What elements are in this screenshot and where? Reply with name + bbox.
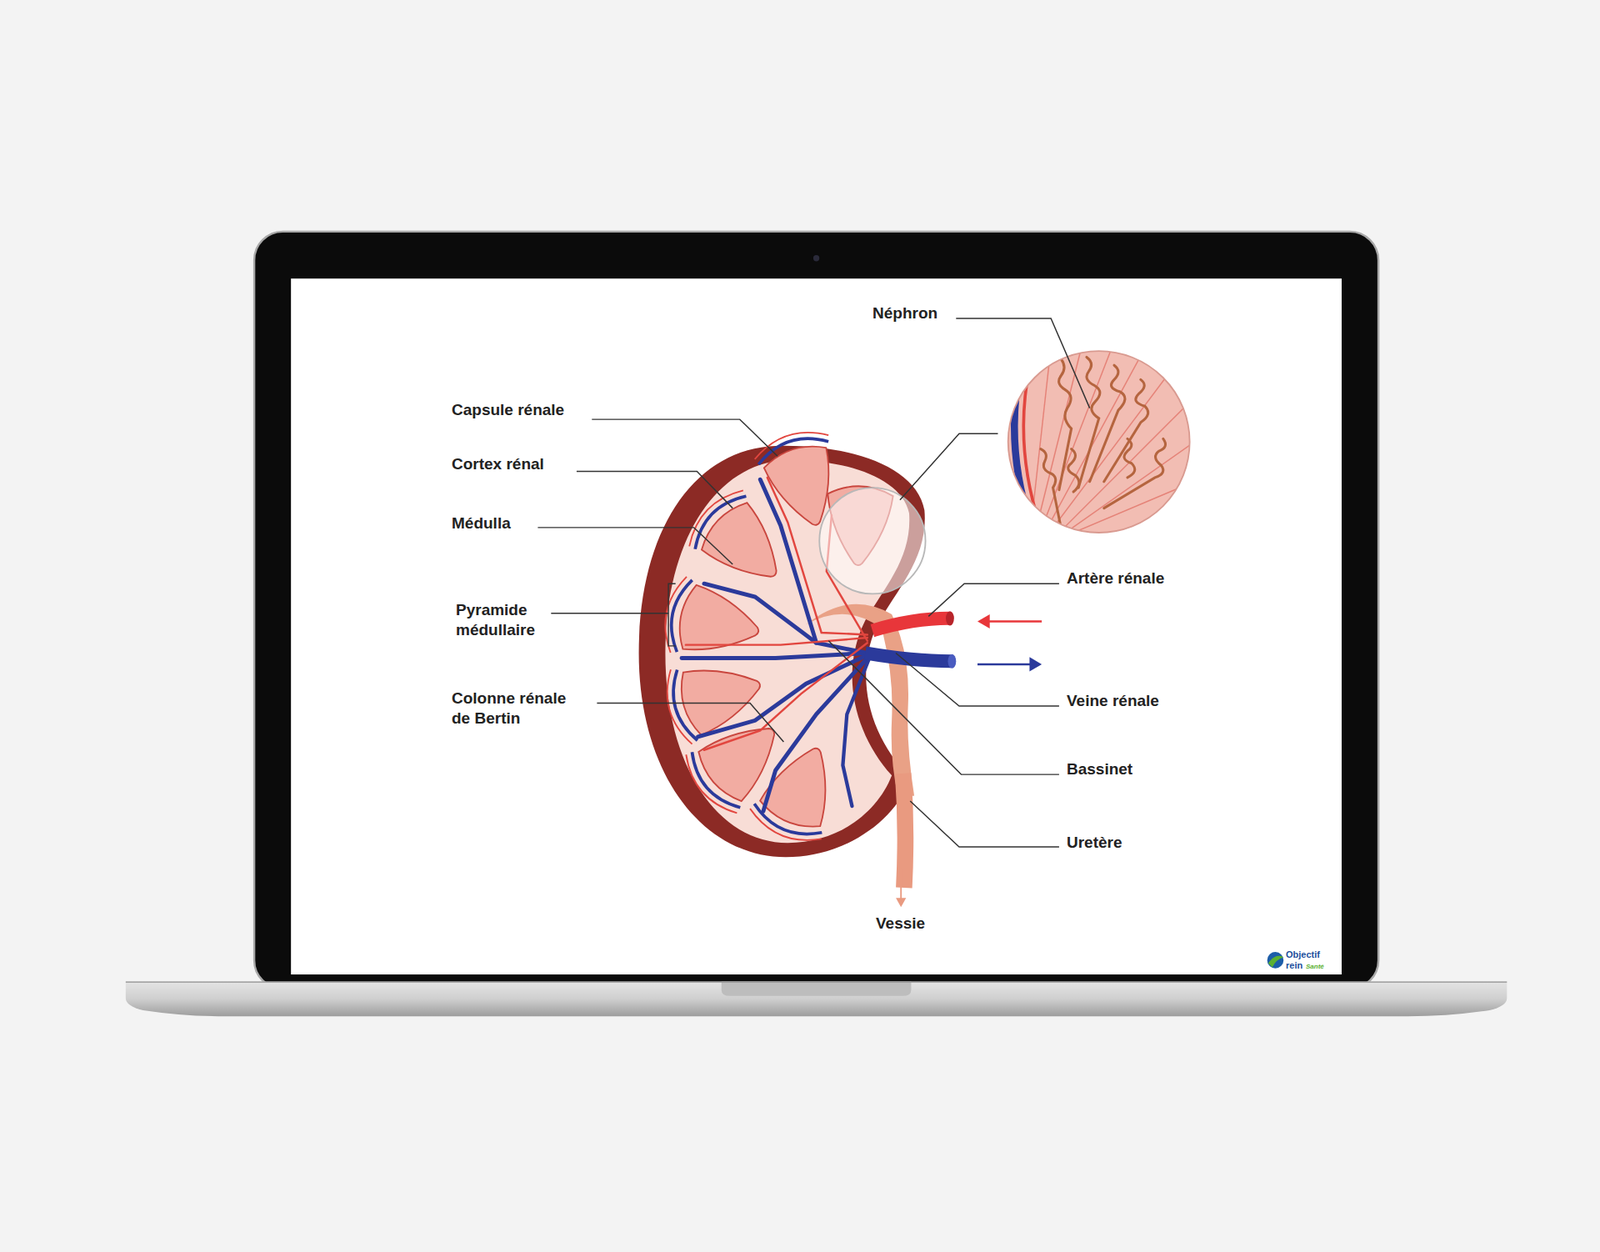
part-label: Vessie bbox=[875, 913, 925, 934]
laptop-notch bbox=[721, 981, 912, 996]
artery-branch bbox=[704, 642, 868, 750]
urine-flow-arrow bbox=[900, 869, 902, 900]
laptop-base bbox=[125, 981, 1507, 1017]
vein-branch bbox=[763, 658, 868, 812]
logo-text: Objectif bbox=[1285, 949, 1320, 960]
leader-line bbox=[955, 318, 1090, 409]
pyramids bbox=[658, 423, 894, 850]
renal-artery bbox=[872, 618, 950, 631]
part-label: Veine rénale bbox=[1066, 690, 1160, 711]
part-label: Médulla bbox=[451, 513, 511, 534]
leader-line bbox=[537, 527, 733, 565]
laptop-lid bbox=[254, 231, 1379, 989]
ureter bbox=[903, 773, 906, 888]
leader-line bbox=[928, 583, 1060, 616]
stripe bbox=[1040, 346, 1113, 530]
arrow-head bbox=[1029, 656, 1042, 671]
arcuate-vein bbox=[665, 577, 693, 652]
nephron bbox=[1078, 356, 1100, 488]
arcuate-artery bbox=[676, 754, 737, 821]
part-label: Capsule rénale bbox=[451, 400, 565, 420]
part-label: Colonne rénale de Bertin bbox=[451, 688, 585, 729]
nephron bbox=[1104, 438, 1166, 508]
part-label: Pyramide médullaire bbox=[455, 600, 556, 640]
pyramid bbox=[675, 652, 770, 737]
nephron-zoom bbox=[1008, 346, 1200, 535]
nephrons bbox=[1040, 356, 1166, 529]
logo-text: rein bbox=[1285, 960, 1303, 970]
arterial-flow-arrow bbox=[985, 620, 1042, 622]
bracket bbox=[668, 583, 676, 646]
vein-branch bbox=[704, 583, 817, 643]
artery-end bbox=[945, 610, 955, 625]
arcuate-vein bbox=[749, 803, 822, 844]
arrow-head bbox=[977, 614, 990, 629]
vein-branch bbox=[698, 655, 868, 737]
logo-mark bbox=[1267, 951, 1285, 969]
part-label: Bassinet bbox=[1066, 759, 1133, 780]
logo-swoosh bbox=[1268, 955, 1284, 968]
zoom-rim bbox=[1008, 350, 1190, 533]
part-label: Artère rénale bbox=[1066, 568, 1165, 589]
leader-line bbox=[828, 640, 1060, 775]
leader-line bbox=[576, 471, 733, 509]
arcuate-artery bbox=[745, 808, 821, 850]
part-label: Uretère bbox=[1066, 832, 1123, 853]
vein-branch bbox=[681, 652, 868, 658]
leader-lines bbox=[537, 318, 1090, 847]
nephron bbox=[1104, 379, 1149, 481]
logo-text: Santé bbox=[1305, 962, 1325, 971]
leader-line bbox=[596, 702, 784, 742]
zoom-stripes bbox=[1030, 346, 1200, 535]
leader-line bbox=[910, 800, 1060, 847]
part-label: Cortex rénal bbox=[451, 454, 545, 475]
stripe bbox=[1055, 397, 1194, 535]
nephron bbox=[1124, 438, 1135, 478]
nephron bbox=[1090, 365, 1125, 482]
screen bbox=[290, 278, 1342, 975]
arcuate-vein bbox=[686, 487, 747, 550]
arcuate-vein bbox=[682, 751, 740, 815]
stripe bbox=[1065, 479, 1199, 535]
part-label: Néphron bbox=[872, 303, 938, 324]
arcuate-artery bbox=[680, 481, 744, 546]
zoom-artery bbox=[1023, 367, 1042, 531]
artery-branch bbox=[685, 637, 868, 645]
leader-line bbox=[550, 612, 669, 614]
vein-end bbox=[947, 654, 956, 669]
nephron bbox=[1040, 449, 1061, 529]
vein-branch bbox=[842, 658, 870, 806]
leader-line bbox=[895, 652, 1060, 706]
nephron bbox=[1068, 449, 1080, 492]
camera bbox=[813, 255, 820, 261]
flow-arrows bbox=[895, 614, 1042, 907]
renal-vein bbox=[865, 652, 951, 661]
venous-flow-arrow bbox=[977, 663, 1033, 665]
zoom-ground bbox=[1008, 350, 1190, 533]
leader-line bbox=[591, 419, 778, 456]
arrow-head bbox=[895, 897, 906, 907]
magnifier bbox=[819, 487, 925, 594]
arcuate-artery bbox=[659, 669, 693, 747]
leader-line bbox=[900, 433, 999, 500]
base-edge bbox=[125, 981, 1507, 983]
